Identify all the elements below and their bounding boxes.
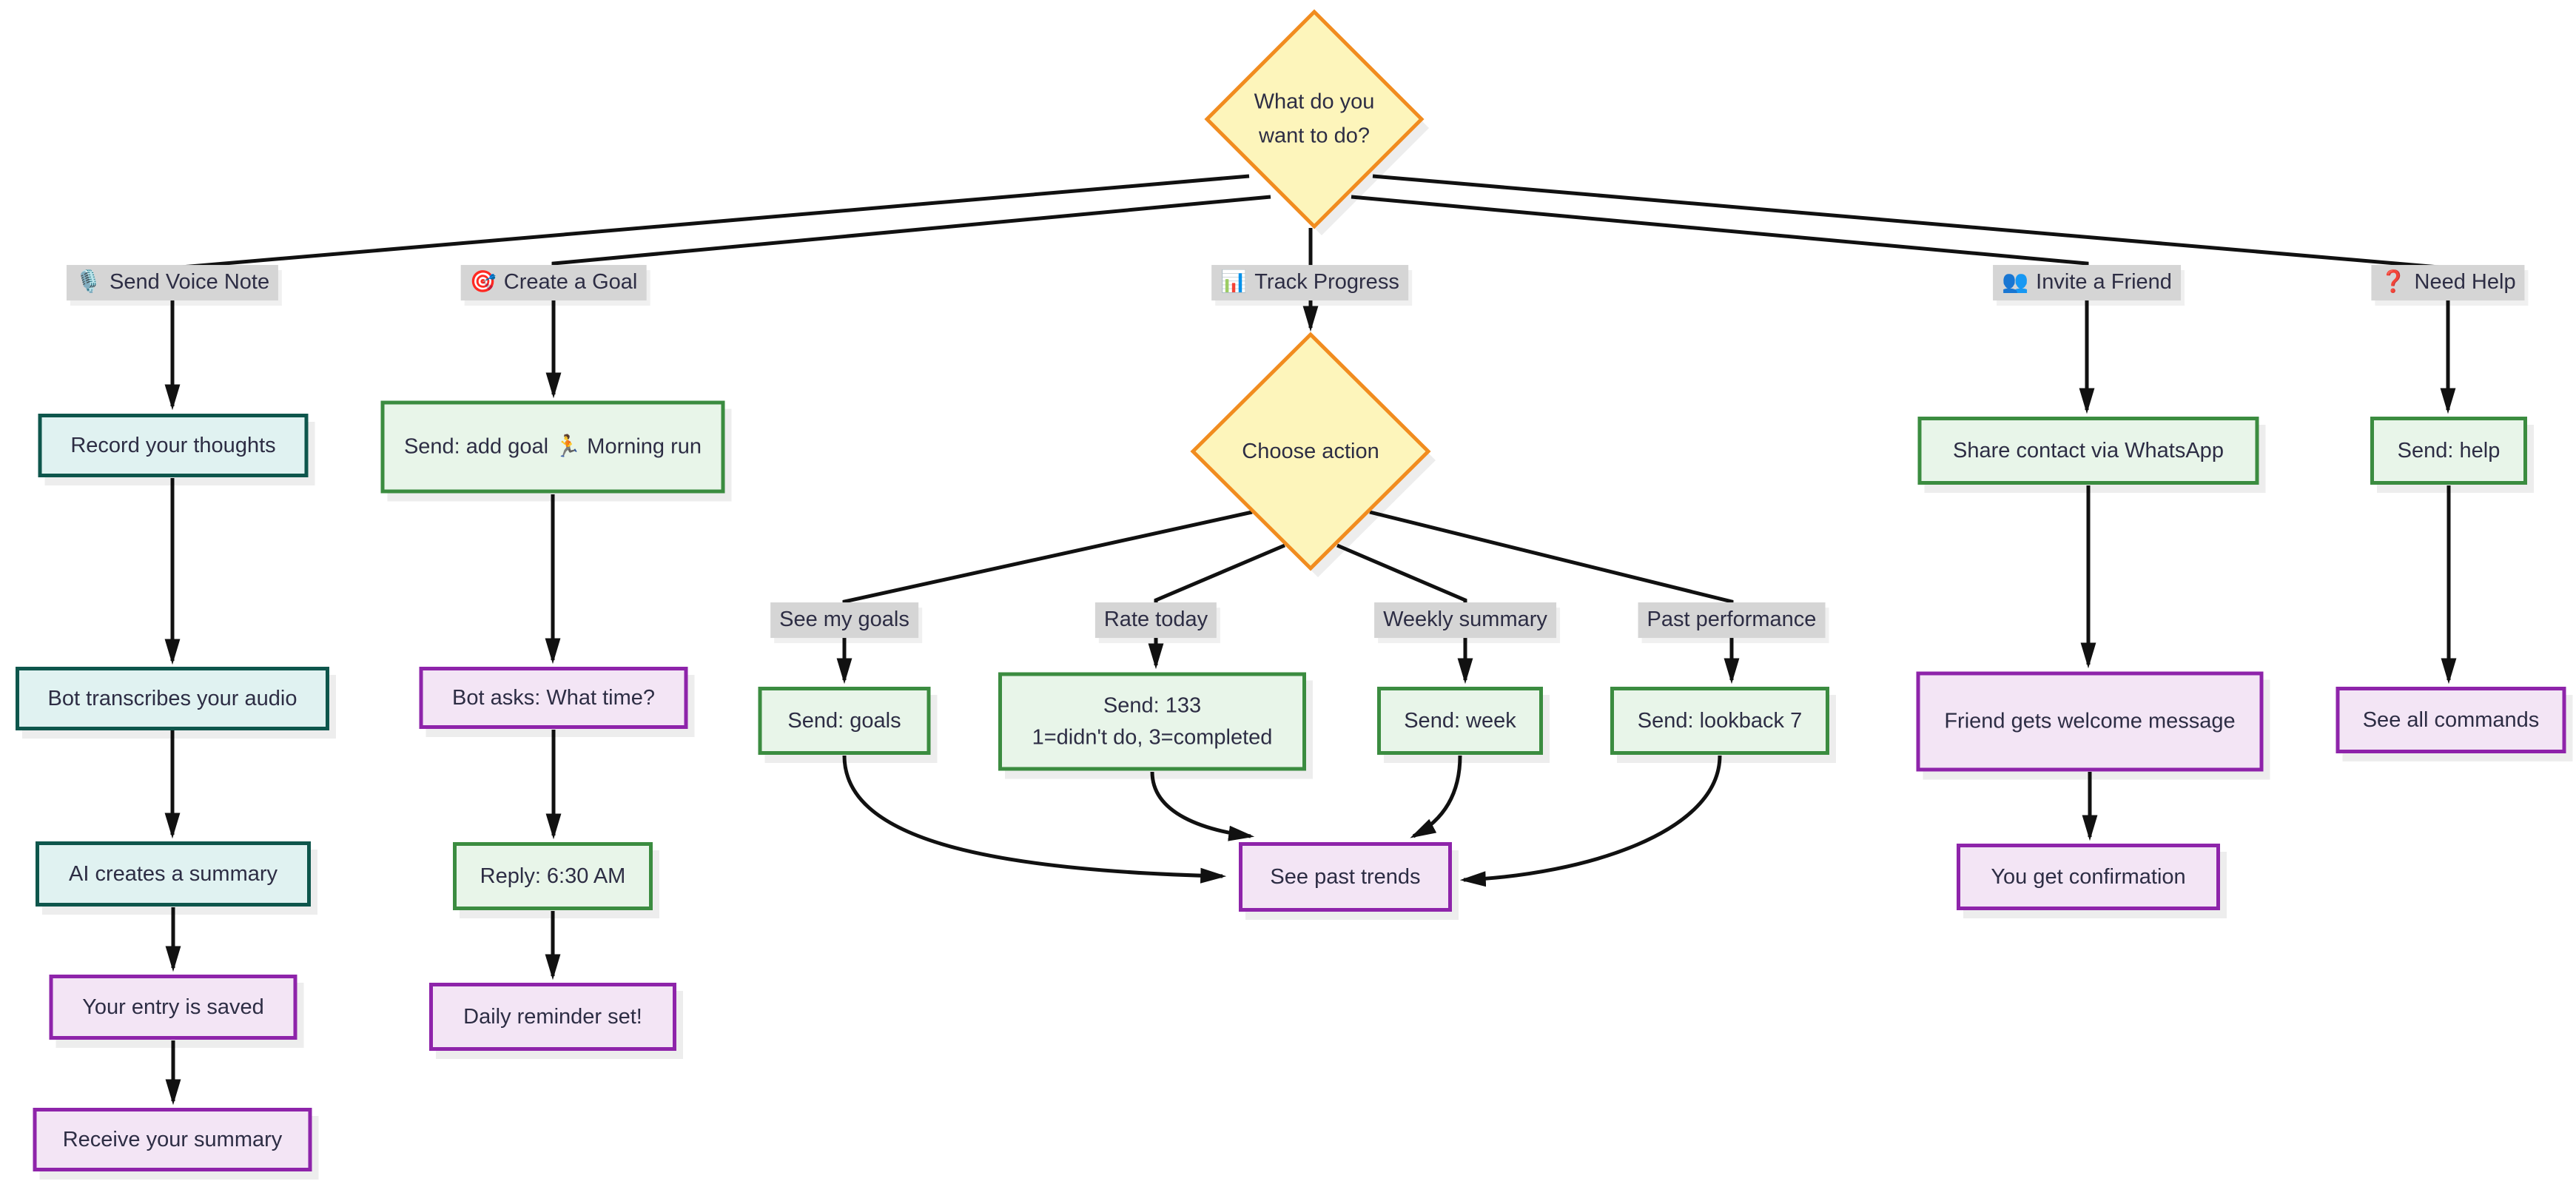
edge-week-trends	[1410, 755, 1462, 838]
edge-goals-trends	[842, 755, 1227, 884]
edge-past-performance	[1369, 510, 1740, 685]
node-send-133: Send: 133 1=didn't do, 3=completed	[998, 672, 1306, 771]
node-send-add-goal: Send: add goal 🏃 Morning run	[380, 400, 725, 494]
node-entry-saved: Your entry is saved	[49, 975, 297, 1040]
target-icon: 🎯	[469, 270, 497, 295]
edge-133-trends	[1150, 771, 1255, 841]
edge-label-track-progress: 📊Track Progress	[1211, 265, 1408, 300]
edge-label-text: Send Voice Note	[110, 270, 270, 295]
edge-label-text: Track Progress	[1254, 270, 1399, 295]
node-daily-reminder-set: Daily reminder set!	[429, 983, 676, 1051]
node-ai-creates-summary: AI creates a summary	[36, 841, 311, 907]
edge-see-my-goals	[836, 510, 1253, 685]
node-send-lookback-7: Send: lookback 7	[1610, 687, 1829, 755]
people-icon: 👥	[2002, 270, 2029, 295]
decision-diamonds	[1190, 9, 1436, 577]
choose-action-label: Choose action	[1242, 439, 1379, 463]
edge-label-need-help: ❓ Need Help	[2371, 265, 2525, 300]
edge-rate-today	[1148, 543, 1285, 670]
node-see-all-commands: See all commands	[2335, 687, 2566, 753]
edge-voice-note	[164, 174, 1250, 411]
node-reply-630am: Reply: 6:30 AM	[453, 842, 653, 910]
node-send-week: Send: week	[1377, 687, 1543, 755]
root-decision-label: What do you want to do?	[1254, 90, 1375, 148]
node-bot-asks-time: Bot asks: What time?	[419, 667, 688, 729]
node-receive-summary: Receive your summary	[33, 1108, 312, 1171]
edge-invite-friend	[1351, 195, 2095, 414]
microphone-icon: 🎙️	[75, 270, 103, 295]
node-see-past-trends: See past trends	[1239, 842, 1452, 912]
edge-label-text: Need Help	[2414, 270, 2516, 295]
edge-label-text: Invite a Friend	[2036, 270, 2172, 295]
bar-chart-icon: 📊	[1220, 270, 1248, 295]
question-mark-icon: ❓	[2380, 270, 2407, 295]
node-friend-welcome-message: Friend gets welcome message	[1916, 671, 2264, 772]
node-record-your-thoughts: Record your thoughts	[38, 414, 309, 477]
edge-label-see-my-goals: See my goals	[770, 602, 918, 638]
edge-label-rate-today: Rate today	[1094, 602, 1217, 638]
edge-label-send-voice-note: 🎙️ Send Voice Note	[66, 265, 279, 300]
edge-label-text: Create a Goal	[503, 270, 638, 295]
edge-label-create-a-goal: 🎯Create a Goal	[460, 265, 647, 300]
node-send-goals: Send: goals	[758, 687, 931, 755]
edge-create-goal	[545, 195, 1271, 399]
edge-label-weekly-summary: Weekly summary	[1374, 602, 1556, 638]
edge-label-past-performance: Past performance	[1638, 602, 1826, 638]
choose-action-diamond	[1190, 332, 1431, 571]
edge-lookback-trends	[1459, 755, 1722, 887]
edge-label-invite-a-friend: 👥 Invite a Friend	[1993, 265, 2181, 300]
edge-weekly-summary	[1336, 543, 1473, 685]
edge-need-help	[1372, 174, 2456, 414]
node-share-contact-whatsapp: Share contact via WhatsApp	[1917, 417, 2259, 485]
node-send-help: Send: help	[2370, 417, 2527, 485]
root-decision-diamond	[1204, 9, 1425, 229]
node-bot-transcribes-audio: Bot transcribes your audio	[16, 667, 329, 730]
node-you-get-confirmation: You get confirmation	[1957, 844, 2220, 910]
